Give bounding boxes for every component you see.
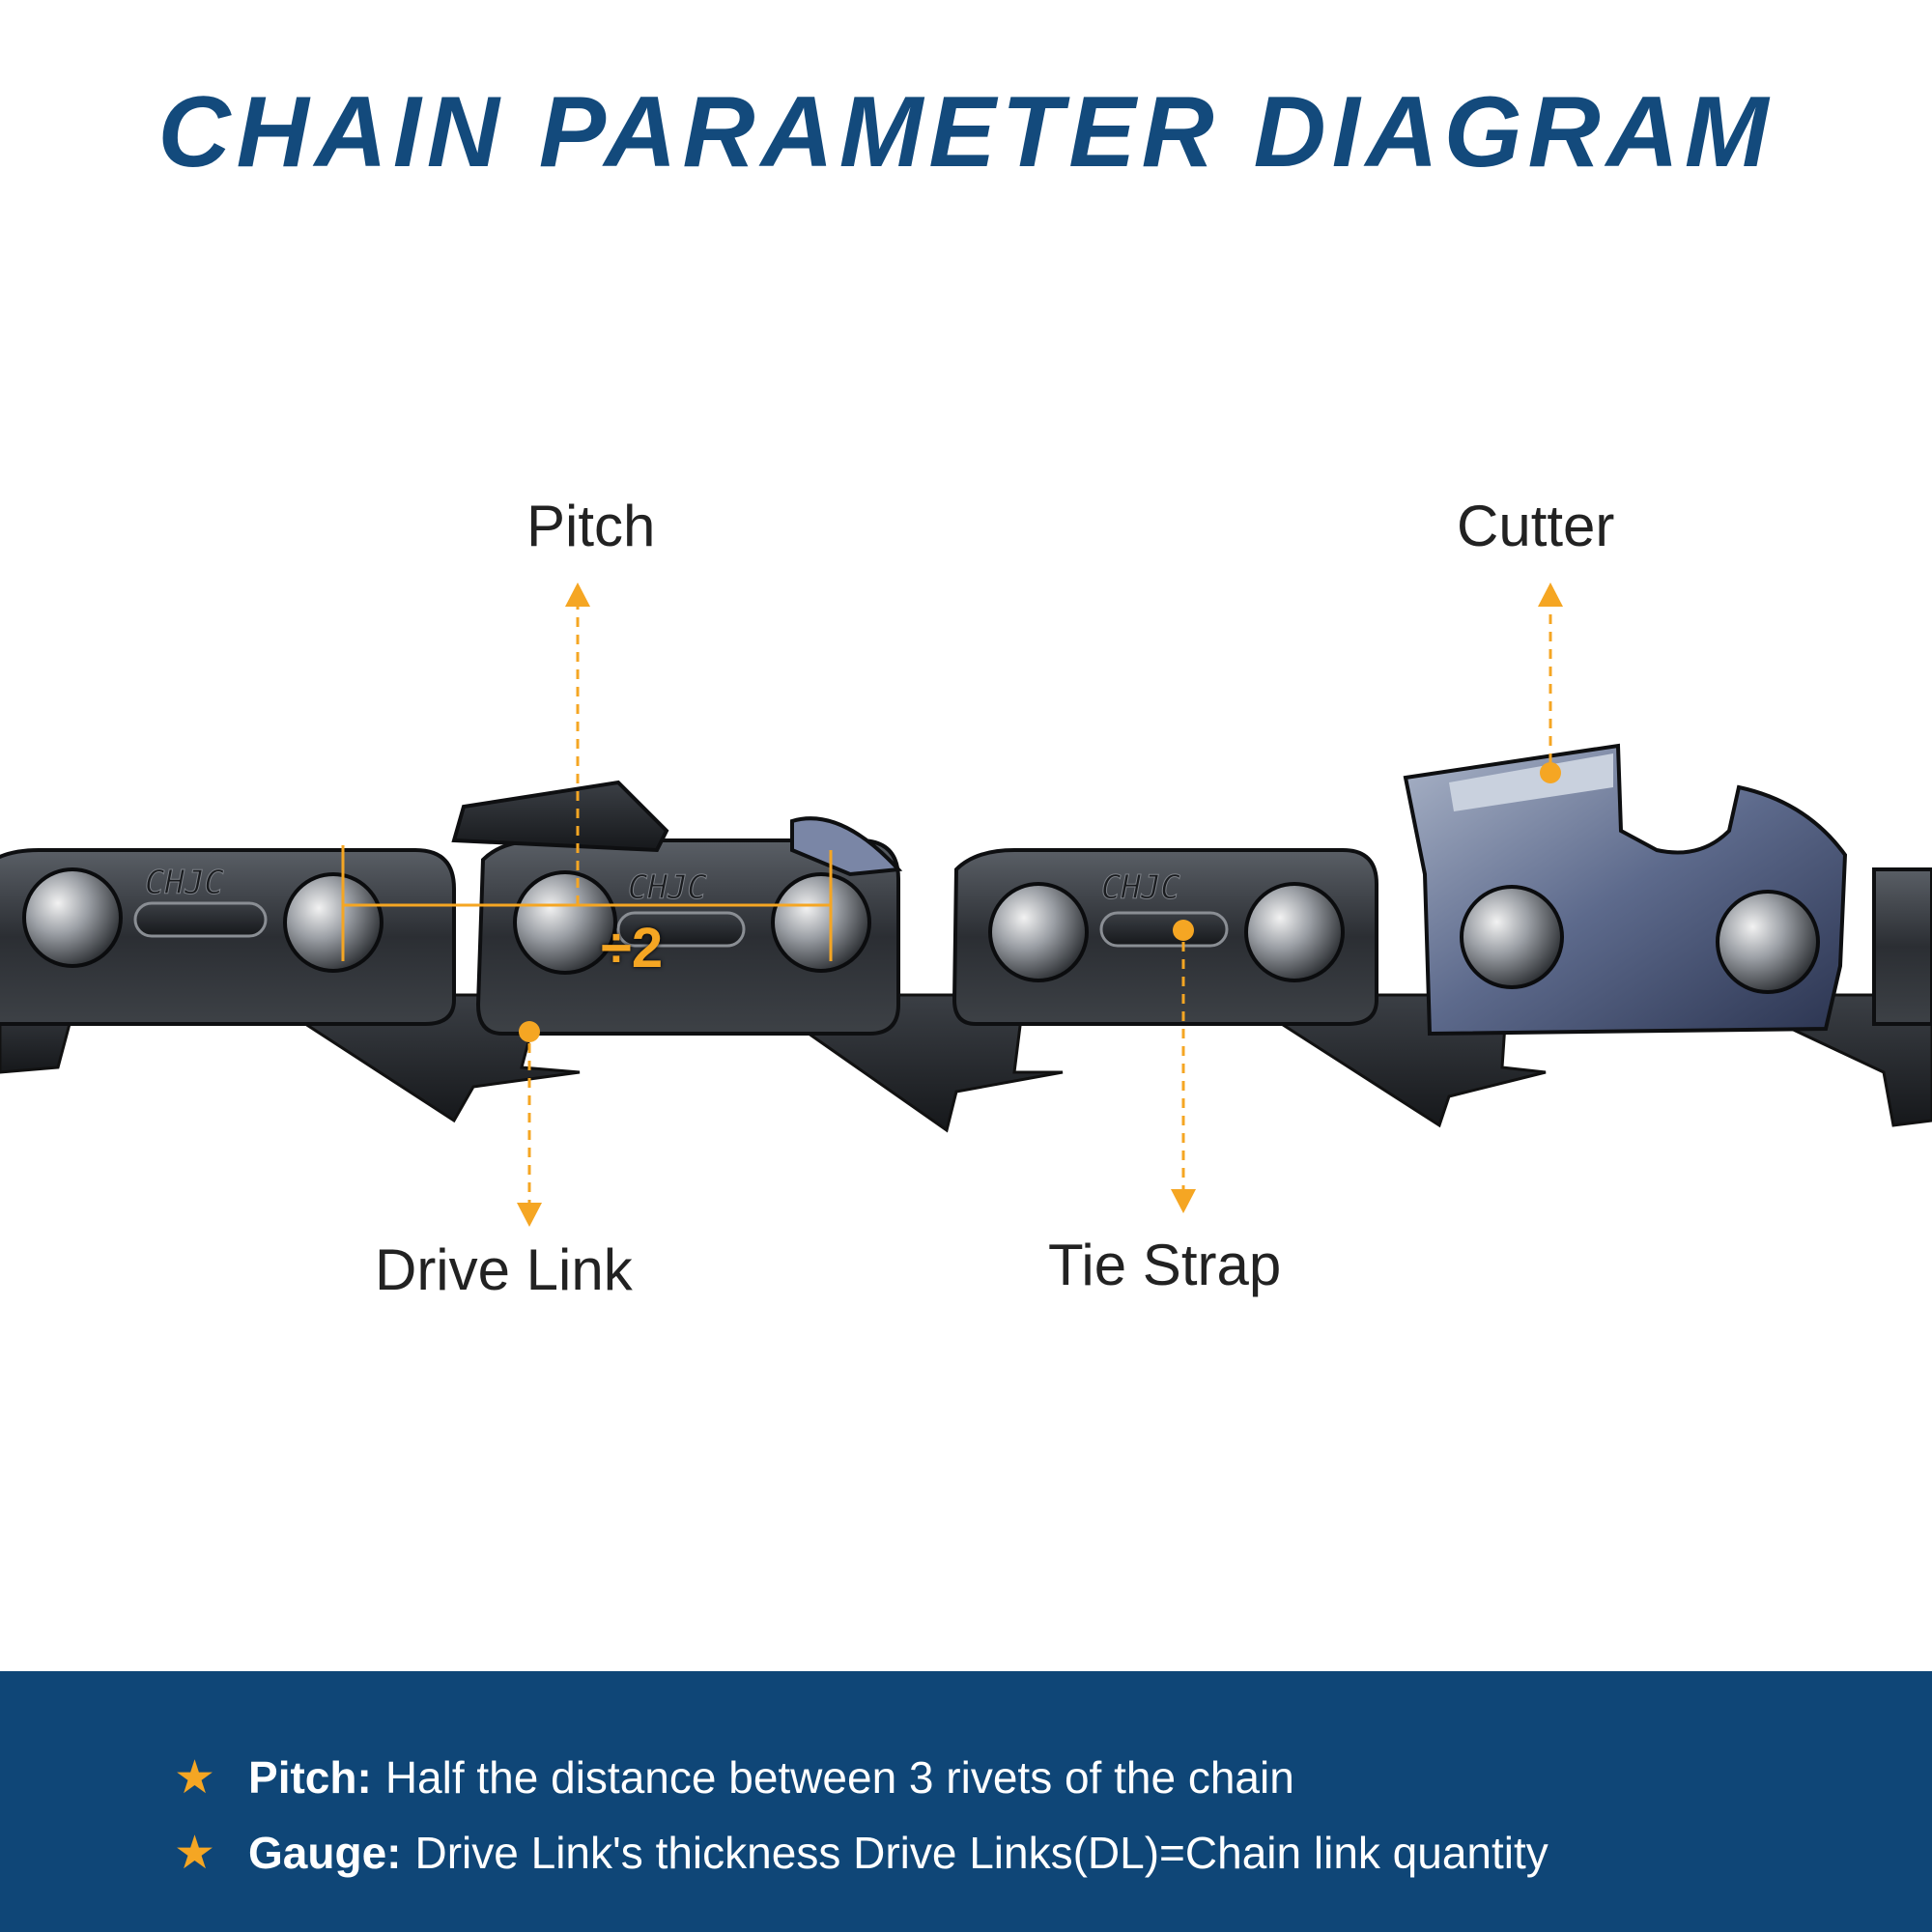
label-cutter: Cutter xyxy=(1457,494,1615,558)
chain-illustration: CHJC CHJC CHJC xyxy=(0,582,1932,1227)
note-gauge: ★ Gauge: Drive Link's thickness Drive Li… xyxy=(174,1826,1548,1880)
svg-text:CHJC: CHJC xyxy=(145,864,224,902)
svg-text:CHJC: CHJC xyxy=(1101,868,1180,907)
page-title: CHAIN PARAMETER DIAGRAM xyxy=(157,76,1775,188)
link-slots xyxy=(133,901,1229,948)
star-icon: ★ xyxy=(174,1752,216,1804)
divide-by-two-label: ÷2 xyxy=(601,917,664,980)
rivets xyxy=(22,867,1820,994)
label-drive-link: Drive Link xyxy=(375,1237,633,1302)
note-text: Half the distance between 3 rivets of th… xyxy=(384,1752,1294,1803)
note-term: Pitch: xyxy=(248,1752,372,1803)
chain-diagram: CHJC CHJC CHJC xyxy=(0,494,1932,1302)
label-pitch: Pitch xyxy=(526,494,656,558)
label-tie-strap: Tie Strap xyxy=(1048,1233,1282,1297)
note-text: Drive Link's thickness Drive Links(DL)=C… xyxy=(414,1828,1548,1878)
link-marking: CHJC CHJC CHJC xyxy=(145,864,1181,908)
footer-notes-panel xyxy=(0,1671,1932,1932)
note-pitch: ★ Pitch: Half the distance between 3 riv… xyxy=(174,1750,1294,1804)
star-icon: ★ xyxy=(174,1828,216,1879)
annotation-lines xyxy=(341,582,1563,1227)
note-term: Gauge: xyxy=(248,1828,402,1878)
small-cutter xyxy=(451,780,903,877)
svg-text:CHJC: CHJC xyxy=(628,868,707,907)
